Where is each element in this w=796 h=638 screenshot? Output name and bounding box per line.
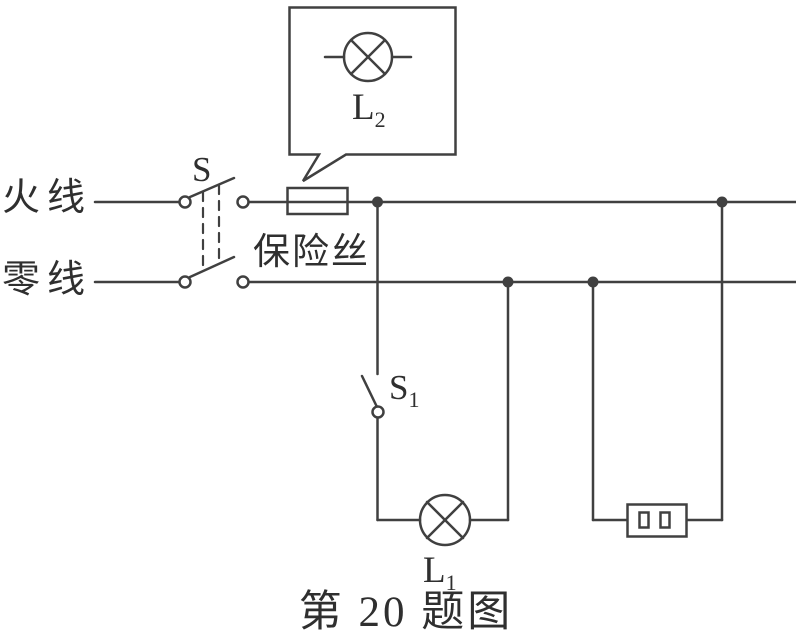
circuit-lines bbox=[93, 6, 796, 547]
lamp-l1-label-sub: 1 bbox=[446, 570, 457, 595]
lamp-l1-branch bbox=[360, 200, 510, 547]
switch-blade-live bbox=[188, 176, 236, 199]
junction-dots bbox=[372, 196, 728, 288]
lamp-l2-label-sub: 2 bbox=[375, 107, 386, 132]
fuse-label: 保险丝 bbox=[253, 231, 370, 273]
socket-slot bbox=[638, 511, 650, 529]
main-switch-icon bbox=[178, 176, 250, 289]
switch-terminal bbox=[236, 195, 250, 209]
switch-s1-label-base: S bbox=[389, 368, 408, 407]
switch-s1-label: S1 bbox=[389, 368, 419, 412]
switch-blade-neutral bbox=[188, 255, 236, 279]
socket-branch bbox=[591, 200, 724, 538]
lamp-l2-cross bbox=[349, 38, 387, 76]
switch-terminal bbox=[178, 275, 192, 289]
neutral-wire-label: 零线 bbox=[2, 259, 92, 301]
live-wire-label: 火线 bbox=[2, 177, 92, 219]
lamp-l1-cross bbox=[425, 500, 465, 540]
switch-s1-blade bbox=[360, 374, 378, 408]
switch-s1-label-sub: 1 bbox=[408, 387, 419, 412]
lamp-l1-label: L1 bbox=[423, 550, 457, 595]
lamp-l1-label-base: L bbox=[423, 550, 446, 591]
junction-dot bbox=[502, 276, 514, 288]
socket-slot bbox=[659, 511, 671, 529]
figure-caption: 第 20 题图 bbox=[299, 589, 514, 636]
junction-dot bbox=[587, 276, 599, 288]
callout-bubble bbox=[288, 6, 457, 183]
lamp-l2-icon bbox=[323, 31, 413, 83]
main-switch-label: S bbox=[192, 150, 211, 189]
lamp-l2-label-base: L bbox=[352, 87, 375, 128]
socket-icon bbox=[626, 503, 688, 538]
switch-s1-terminal bbox=[371, 405, 385, 419]
junction-dot bbox=[716, 196, 728, 208]
switch-terminal bbox=[236, 275, 250, 289]
lamp-l2-label: L2 bbox=[352, 87, 386, 132]
junction-dot bbox=[372, 196, 383, 208]
diagram-labels: L2 火线 零线 S 保险丝 S1 L1 第 20 题图 bbox=[2, 87, 514, 636]
switch-terminal bbox=[178, 195, 192, 209]
fuse-icon bbox=[286, 186, 349, 216]
